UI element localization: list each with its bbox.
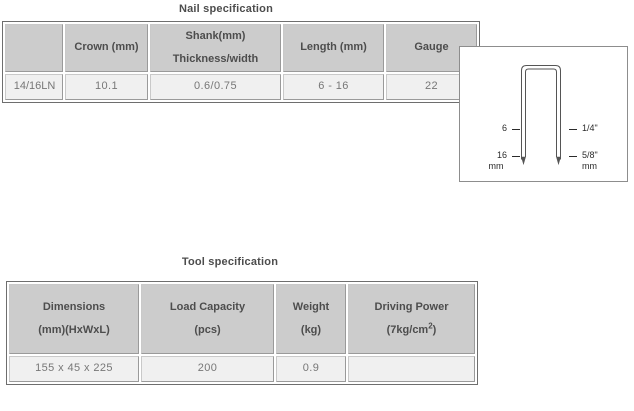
nail-header-length: Length (mm) bbox=[283, 24, 384, 72]
nail-header-blank bbox=[5, 24, 63, 72]
staple-tick-left-top bbox=[512, 129, 520, 130]
tool-header-dimensions-line2: (mm)(HxWxL) bbox=[38, 323, 110, 336]
tool-header-driving-power-line1: Driving Power bbox=[374, 300, 449, 313]
nail-header-crown: Crown (mm) bbox=[65, 24, 148, 72]
staple-diagram: 6 16 mm 1/4" 5/8" mm bbox=[459, 46, 628, 182]
nail-header-shank-line1: Shank(mm) bbox=[185, 29, 246, 42]
tool-header-load-capacity: Load Capacity (pcs) bbox=[141, 284, 274, 354]
tool-header-dimensions: Dimensions (mm)(HxWxL) bbox=[9, 284, 139, 354]
tool-header-driving-power-line2: (7kg/cm2) bbox=[351, 320, 472, 339]
tool-header-driving-power: Driving Power (7kg/cm2) bbox=[348, 284, 475, 354]
table-row: 14/16LN 10.1 0.6/0.75 6 - 16 22 bbox=[5, 74, 477, 100]
staple-tick-left-bottom bbox=[512, 156, 520, 157]
driving-power-unit-superscript: 2 bbox=[428, 320, 433, 330]
staple-label-right-top: 1/4" bbox=[582, 123, 598, 133]
staple-label-right-bottom-unit: mm bbox=[582, 161, 597, 171]
nail-specification-title: Nail specification bbox=[178, 3, 274, 15]
staple-label-left-bottom: 16 bbox=[496, 150, 507, 160]
tool-header-weight-line1: Weight bbox=[292, 300, 330, 313]
staple-label-left-top: 6 bbox=[501, 123, 507, 133]
staple-drawing bbox=[521, 65, 561, 166]
staple-label-right-bottom: 5/8" bbox=[582, 150, 598, 160]
staple-tick-right-bottom bbox=[569, 156, 577, 157]
tool-header-dimensions-line1: Dimensions bbox=[42, 300, 106, 313]
tool-specification-title: Tool specification bbox=[181, 256, 279, 268]
tool-cell-weight: 0.9 bbox=[276, 356, 346, 382]
table-header-row: Dimensions (mm)(HxWxL) Load Capacity (pc… bbox=[9, 284, 475, 354]
table-header-row: Crown (mm) Shank(mm) Thickness/width Len… bbox=[5, 24, 477, 72]
tool-cell-load-capacity: 200 bbox=[141, 356, 274, 382]
tool-header-load-capacity-line2: (pcs) bbox=[194, 323, 221, 336]
nail-header-shank-line2: Thickness/width bbox=[172, 52, 259, 65]
tool-header-weight: Weight (kg) bbox=[276, 284, 346, 354]
staple-tick-right-top bbox=[569, 129, 577, 130]
driving-power-unit-prefix: (7kg/cm bbox=[386, 323, 429, 336]
nail-cell-crown: 10.1 bbox=[65, 74, 148, 100]
tool-header-load-capacity-line1: Load Capacity bbox=[169, 300, 246, 313]
driving-power-unit-suffix: ) bbox=[432, 323, 437, 336]
staple-left-tip bbox=[521, 156, 526, 166]
staple-right-tip bbox=[556, 156, 561, 166]
tool-cell-driving-power bbox=[348, 356, 475, 382]
nail-cell-length: 6 - 16 bbox=[283, 74, 384, 100]
nail-cell-shank: 0.6/0.75 bbox=[150, 74, 281, 100]
nail-cell-model: 14/16LN bbox=[5, 74, 63, 100]
table-row: 155 x 45 x 225 200 0.9 bbox=[9, 356, 475, 382]
nail-specification-table: Crown (mm) Shank(mm) Thickness/width Len… bbox=[2, 21, 480, 103]
tool-header-weight-line2: (kg) bbox=[300, 323, 322, 336]
tool-cell-dimensions: 155 x 45 x 225 bbox=[9, 356, 139, 382]
staple-label-left-bottom-unit: mm bbox=[488, 161, 504, 171]
nail-header-shank: Shank(mm) Thickness/width bbox=[150, 24, 281, 72]
tool-specification-table: Dimensions (mm)(HxWxL) Load Capacity (pc… bbox=[6, 281, 478, 385]
